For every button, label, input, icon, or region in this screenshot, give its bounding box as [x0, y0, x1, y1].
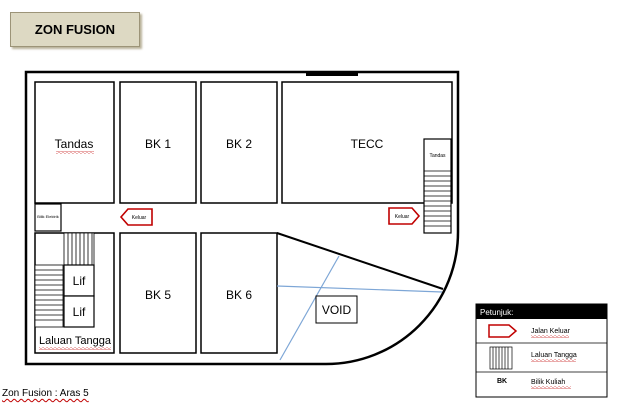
room-bk2-label: BK 2 [226, 137, 252, 151]
room-tandas-label: Tandas [55, 137, 94, 151]
legend-header [476, 304, 607, 319]
legend-stairs-label: Laluan Tangga [531, 352, 577, 359]
laluan-tangga-label: Laluan Tangga [39, 335, 112, 347]
legend: Petunjuk: Jalan Keluar Laluan Tangga BK … [475, 303, 608, 398]
spell-underline [39, 347, 111, 350]
void-label: VOID [322, 303, 352, 317]
stairs-horizontal [34, 264, 64, 328]
exit-right-label: Keluar [395, 214, 410, 220]
lift-2 [63, 295, 95, 328]
void-edge-top [276, 232, 444, 290]
room-bk5-label: BK 5 [145, 288, 171, 302]
spell-underline [531, 359, 576, 362]
zone-title: ZON FUSION [10, 12, 140, 47]
spell-underline [531, 335, 569, 338]
void-lines [276, 255, 443, 361]
top-vent [306, 73, 358, 76]
stairs-vertical [63, 232, 95, 266]
bilik-elektrik-label: Bilik Elektrik [37, 214, 59, 219]
legend-stairs-icon [489, 346, 513, 370]
lift-1 [63, 264, 95, 297]
void-box [315, 295, 358, 324]
lift-1-label: Lif [73, 274, 86, 288]
room-bk6 [200, 232, 278, 354]
tandas-small-label: Tandas [429, 153, 446, 159]
room-bilik-elektrik [34, 203, 62, 232]
room-bk5 [119, 232, 197, 354]
room-tandas [34, 81, 115, 204]
spell-underline [56, 151, 94, 154]
floor-caption: Zon Fusion : Aras 5 [2, 388, 89, 399]
spell-underline [531, 386, 571, 389]
legend-exit-icon [488, 324, 518, 338]
room-bk6-label: BK 6 [226, 288, 252, 302]
room-bk1 [119, 81, 197, 204]
legend-bk-symbol: BK [497, 378, 507, 385]
lift-2-label: Lif [73, 305, 86, 319]
exit-right: Keluar [388, 207, 421, 225]
legend-bk-label: Bilik Kuliah [531, 379, 565, 386]
stairs-right [424, 170, 451, 227]
exit-left-label: Keluar [132, 215, 147, 221]
exit-left: Keluar [119, 208, 153, 226]
room-bk2 [200, 81, 278, 204]
legend-exit-label: Jalan Keluar [531, 328, 571, 335]
room-tecc-label: TECC [351, 137, 384, 151]
legend-title: Petunjuk: [480, 308, 513, 317]
room-bk1-label: BK 1 [145, 137, 171, 151]
